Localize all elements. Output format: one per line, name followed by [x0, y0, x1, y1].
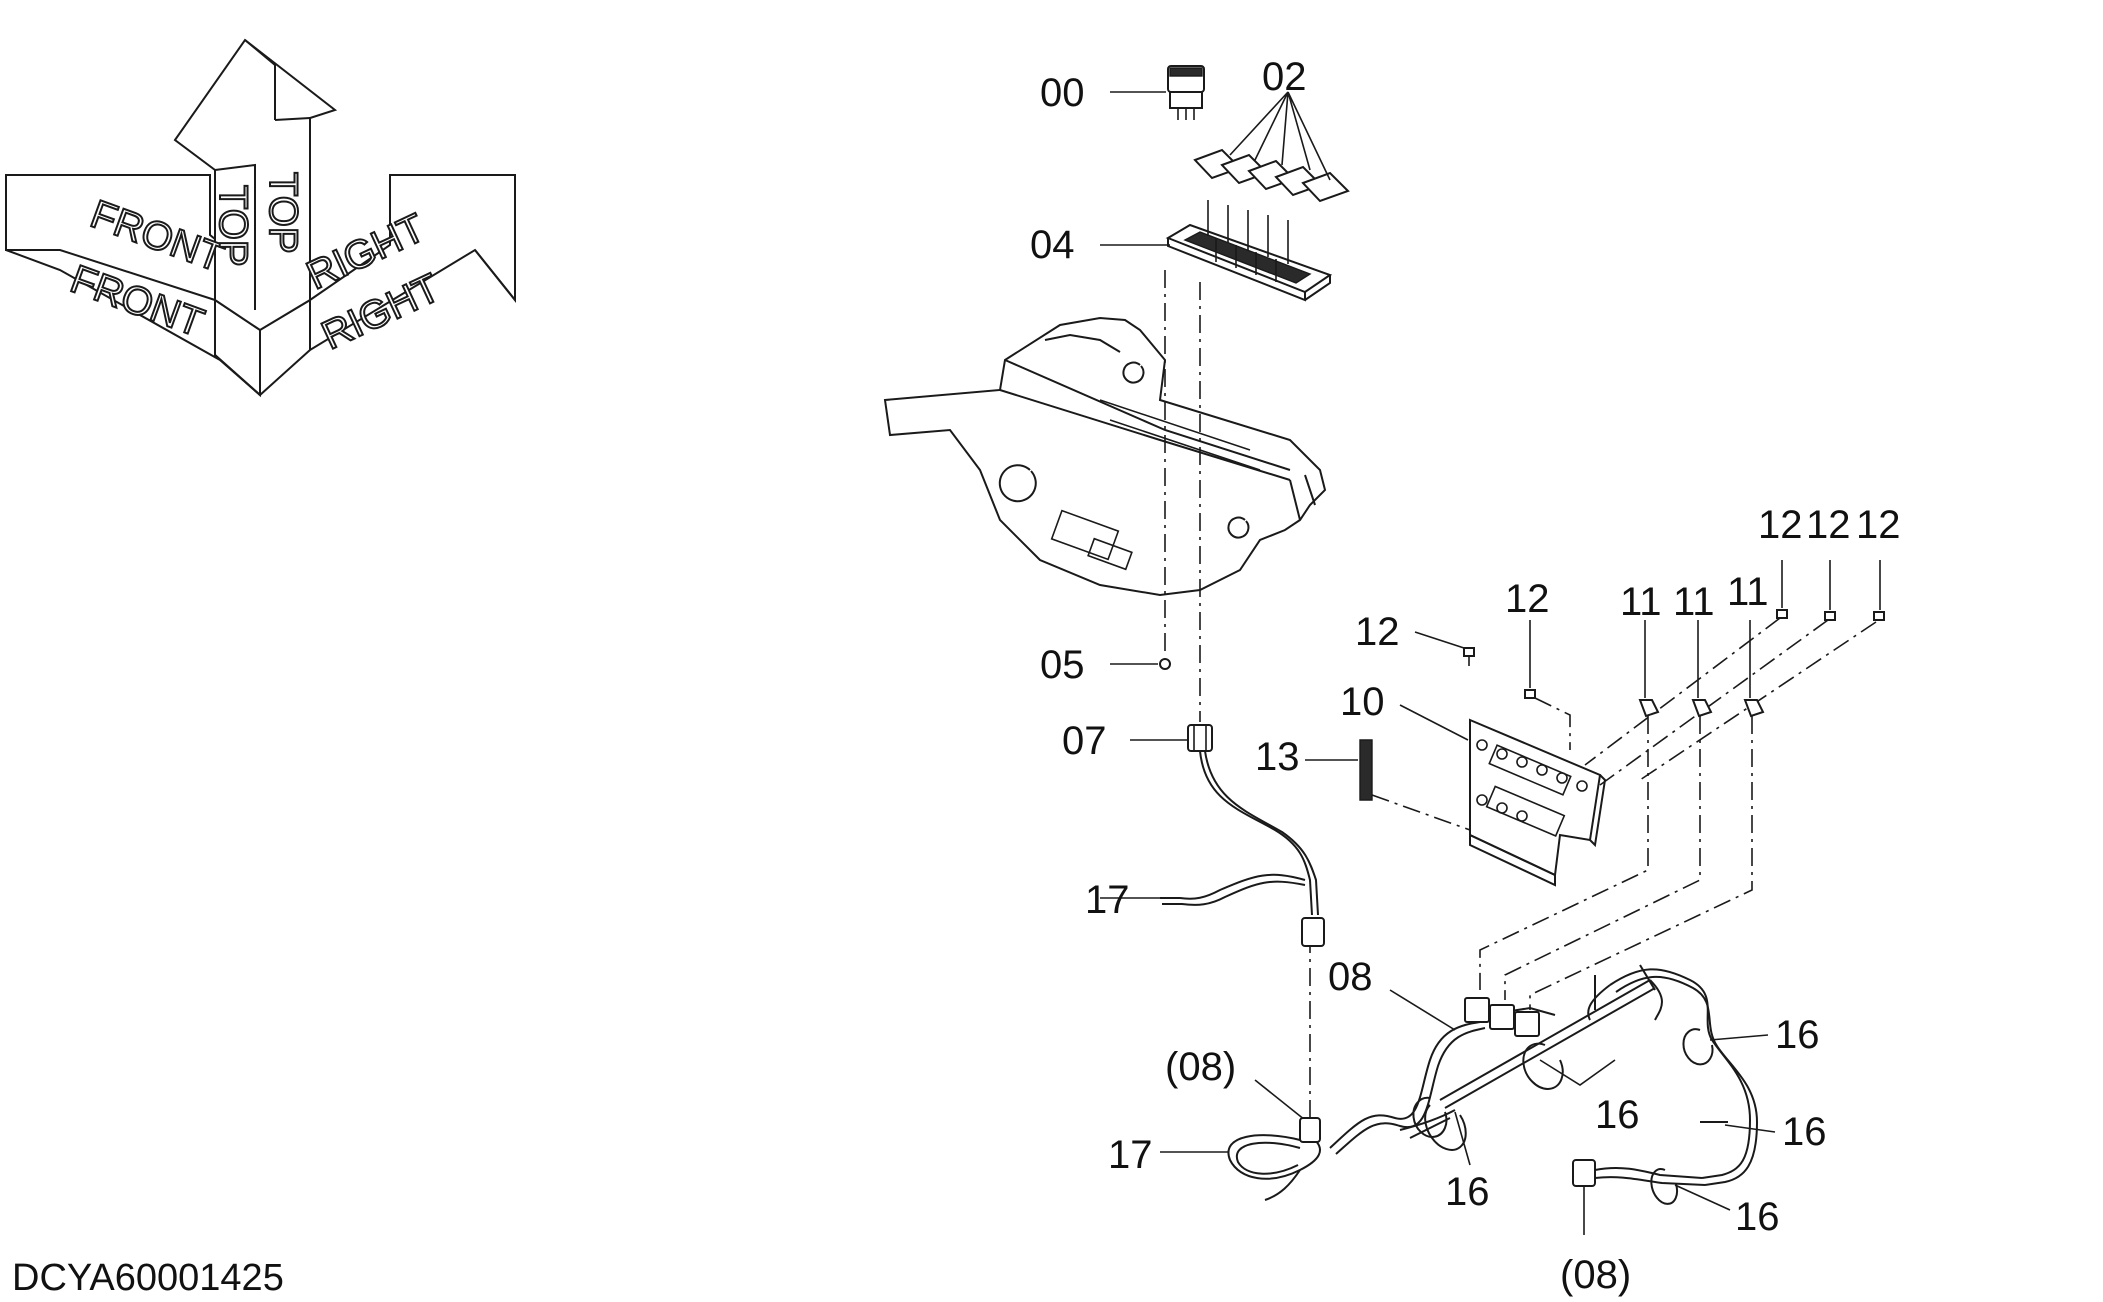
- bracket-part-10: [1469, 718, 1607, 887]
- screw-part-12-d: [1824, 611, 1836, 621]
- callout-05: 05: [1040, 643, 1085, 687]
- leader-16-e: [1539, 1059, 1616, 1086]
- leader-16-b: [1724, 1124, 1776, 1133]
- guide-line-13-10: [1371, 794, 1471, 831]
- guide-line-12-d: [1599, 619, 1829, 786]
- callout-16-d: 16: [1445, 1170, 1490, 1214]
- callout-11-a: 11: [1620, 580, 1662, 624]
- diagram-id: DCYA60001425: [12, 1257, 284, 1299]
- callout-17-upper: 17: [1085, 878, 1130, 922]
- callout-16-b: 16: [1782, 1110, 1827, 1154]
- leader-16-a: [1709, 1034, 1769, 1041]
- leader-16-d: [1454, 1111, 1471, 1166]
- guide-line-12-b: [1534, 697, 1571, 750]
- callout-12-a: 12: [1355, 610, 1400, 654]
- screw-part-12-b: [1524, 689, 1536, 699]
- connector-part-07: [1187, 724, 1213, 752]
- callout-04: 04: [1030, 223, 1075, 267]
- harness-part-17-upper: [1160, 750, 1325, 947]
- callout-12-c: 12: [1758, 503, 1803, 547]
- callout-08: 08: [1328, 955, 1373, 999]
- callout-08-ref-b: (08): [1560, 1253, 1631, 1297]
- callout-08-ref-a: (08): [1165, 1045, 1236, 1089]
- leader-16-c: [1674, 1184, 1731, 1211]
- callout-10: 10: [1340, 680, 1385, 724]
- leader-08-ref-a: [1254, 1079, 1306, 1121]
- callout-13: 13: [1255, 735, 1300, 779]
- callout-16-e: 16: [1595, 1093, 1640, 1137]
- callout-12-b: 12: [1505, 577, 1550, 621]
- callout-labels: 00 02 04 05 07 17 08 (08) 17 (08) 13 10 …: [1030, 55, 1901, 1297]
- guide-line-11-a: [1479, 716, 1649, 990]
- tie-part-16-a: [1682, 1028, 1714, 1066]
- callout-17-lower: 17: [1108, 1133, 1153, 1177]
- callout-12-e: 12: [1856, 503, 1901, 547]
- guide-line-11-b: [1504, 716, 1701, 1000]
- leader-12-a: [1414, 631, 1465, 649]
- screw-part-12-a: [1463, 647, 1475, 666]
- callout-11-c: 11: [1727, 570, 1769, 614]
- orientation-top-label: TOP: [211, 185, 255, 267]
- callout-00: 00: [1040, 71, 1085, 115]
- tie-part-16-d: [1412, 1096, 1448, 1138]
- callout-16-a: 16: [1775, 1013, 1820, 1057]
- clip-part-11-a: [1638, 699, 1660, 718]
- leader-02: [1229, 91, 1331, 181]
- callout-12-d: 12: [1806, 503, 1851, 547]
- screw-part-05: [1159, 658, 1171, 670]
- screw-part-12-c: [1776, 609, 1788, 619]
- caps-part-02: [1193, 148, 1350, 203]
- leader-08: [1389, 989, 1456, 1031]
- console-body: [883, 316, 1327, 597]
- leader-10: [1399, 704, 1469, 741]
- screw-part-12-e: [1873, 611, 1885, 621]
- orientation-indicator: FRONT FRONT TOP TOP RIGHT RIGHT: [5, 38, 516, 398]
- strip-part-13: [1359, 739, 1373, 801]
- orientation-top-label-rotated: TOP: [261, 172, 305, 254]
- clip-part-11-c: [1743, 699, 1765, 718]
- callout-16-c: 16: [1735, 1195, 1780, 1239]
- harness-part-17-lower: [1227, 1117, 1321, 1201]
- callout-11-b: 11: [1673, 580, 1715, 624]
- clip-part-11-b: [1691, 699, 1713, 718]
- harness-part-08: [1329, 964, 1759, 1187]
- guide-line-12-c: [1584, 617, 1781, 766]
- callout-07: 07: [1062, 719, 1107, 763]
- tie-part-16-c: [1650, 1168, 1679, 1205]
- callout-02: 02: [1262, 55, 1307, 99]
- switch-part-00: [1167, 65, 1205, 120]
- bezel-part-04: [1165, 200, 1333, 302]
